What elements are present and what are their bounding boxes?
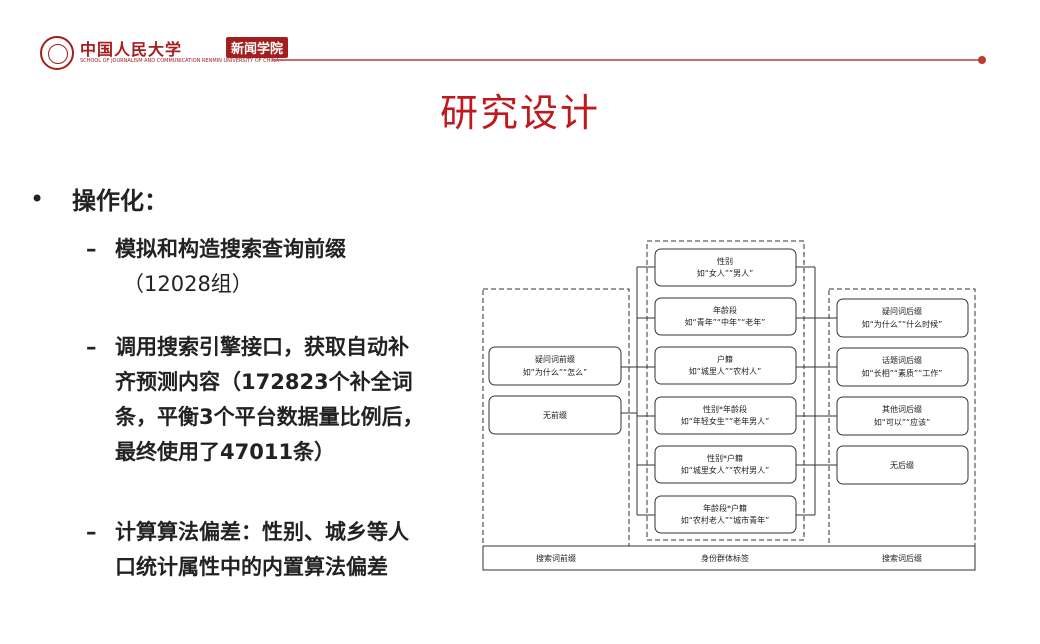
prefix-box-label: 无前缀 [543, 410, 567, 420]
identity-box-example: 如“城里女人”“农村男人” [681, 465, 770, 475]
identity-box-example: 如“年轻女生”“老年男人” [681, 416, 770, 426]
university-seal-icon [40, 36, 74, 70]
suffix-box-other [836, 396, 969, 436]
dash-marker: – [86, 335, 97, 359]
footer-label-identity: 身份群体标签 [701, 553, 749, 563]
header-divider-dot [978, 56, 986, 64]
sub-item-line: 计算算法偏差：性别、城乡等人 [115, 520, 409, 544]
suffix-box-label: 其他词后缀 [882, 404, 922, 414]
school-badge: 新闻学院 [226, 37, 289, 58]
identity-box-gender [654, 248, 797, 287]
prefix-box-question [488, 346, 622, 386]
sub-item-line: 条，平衡3个平台数据量比例后， [115, 405, 424, 429]
school-english-name: SCHOOL OF JOURNALISM AND COMMUNICATION R… [80, 58, 280, 64]
identity-box-example: 如“农村老人”“城市青年” [681, 515, 770, 525]
suffix-box-topic [836, 347, 969, 387]
header-divider [272, 59, 984, 61]
identity-box-label: 性别*年龄段 [703, 404, 747, 414]
sub-item-line: （12028组） [123, 272, 253, 296]
bullet-heading: 操作化： [72, 187, 168, 215]
identity-box-example: 如“城里人”“农村人” [689, 366, 762, 376]
identity-group [646, 240, 805, 541]
dash-marker: – [86, 520, 97, 544]
diagram-footer-bar [482, 545, 976, 571]
prefix-box-none [488, 395, 622, 435]
suffix-box-example: 如“为什么”“什么时候” [862, 319, 943, 329]
footer-label-suffix: 搜索词后缀 [882, 553, 922, 563]
sub-item-1: 模拟和构造搜索查询前缀 （12028组） [115, 232, 475, 302]
suffix-box-none [836, 445, 969, 485]
identity-box-label: 户籍 [717, 354, 733, 364]
sub-item-line: 齐预测内容（172823个补全词 [115, 370, 413, 394]
identity-box-label: 性别 [717, 256, 733, 266]
suffix-box-example: 如“可以”“应该” [874, 417, 931, 427]
identity-box-label: 年龄段*户籍 [703, 503, 747, 513]
sub-item-3: 计算算法偏差：性别、城乡等人 口统计属性中的内置算法偏差 [115, 515, 475, 585]
identity-box-example: 如“女人”“男人” [697, 268, 754, 278]
slide-title: 研究设计 [439, 91, 600, 135]
sub-item-line: 模拟和构造搜索查询前缀 [115, 237, 346, 261]
prefix-box-example: 如“为什么”“怎么” [523, 367, 588, 377]
suffix-box-label: 无后缀 [890, 460, 914, 470]
identity-box-age [654, 297, 797, 336]
identity-box-example: 如“青年”“中年”“老年” [685, 317, 766, 327]
connectors-right [796, 266, 837, 516]
dash-marker: – [86, 237, 97, 261]
header: 中国人民大学 新闻学院 SCHOOL OF JOURNALISM AND COM… [40, 36, 990, 72]
identity-box-label: 年龄段 [713, 305, 737, 315]
sub-item-line: 最终使用了47011条） [115, 440, 336, 464]
sub-item-2: 调用搜索引擎接口，获取自动补 齐预测内容（172823个补全词 条，平衡3个平台… [115, 330, 475, 470]
bullet-marker: • [30, 185, 45, 213]
suffix-box-question [836, 298, 969, 338]
connectors-left [621, 266, 655, 516]
university-name: 中国人民大学 [80, 40, 183, 59]
footer-label-prefix: 搜索词前缀 [536, 553, 576, 563]
prefix-box-label: 疑问词前缀 [535, 354, 575, 364]
identity-box-hukou [654, 346, 797, 385]
identity-box-gender-age [654, 396, 797, 435]
suffix-box-label: 疑问词后缀 [882, 306, 922, 316]
suffix-box-label: 话题词后缀 [882, 355, 922, 365]
identity-box-label: 性别*户籍 [707, 453, 743, 463]
identity-box-gender-hukou [654, 445, 797, 484]
identity-box-age-hukou [654, 495, 797, 534]
sub-item-line: 口统计属性中的内置算法偏差 [115, 555, 388, 579]
sub-item-line: 调用搜索引擎接口，获取自动补 [115, 335, 409, 359]
suffix-box-example: 如“长相”“素质”“工作” [862, 368, 943, 378]
